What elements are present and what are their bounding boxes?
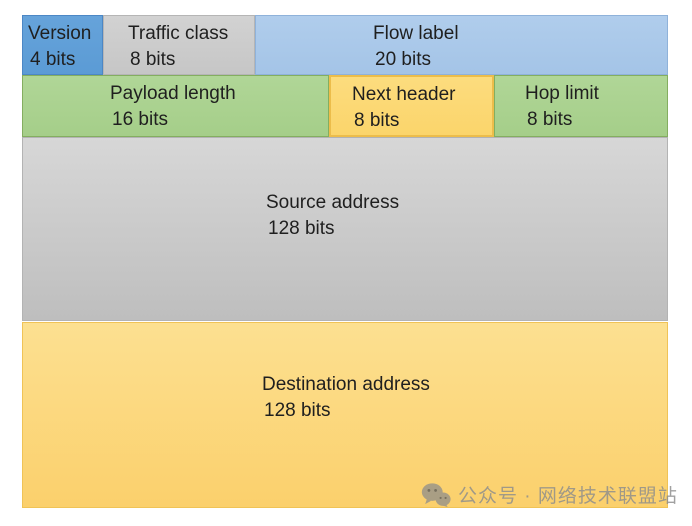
field-traffic-class-label: Traffic class — [128, 23, 229, 44]
field-next-header: Next header 8 bits — [329, 75, 494, 137]
watermark: 公众号 · 网络技术联盟站 — [421, 481, 678, 508]
wechat-icon — [421, 482, 451, 507]
field-flow-label-bits: 20 bits — [375, 49, 431, 70]
field-payload-length-bits: 16 bits — [112, 109, 168, 130]
field-hop-limit-bits: 8 bits — [527, 109, 573, 130]
field-payload-length-label: Payload length — [110, 83, 236, 104]
field-next-header-label: Next header — [352, 84, 456, 105]
field-destination-address: Destination address 128 bits — [22, 322, 668, 508]
field-traffic-class-bits: 8 bits — [130, 49, 176, 70]
field-source-address: Source address 128 bits — [22, 137, 668, 321]
field-destination-address-bits: 128 bits — [264, 400, 331, 421]
watermark-text: 公众号 · 网络技术联盟站 — [458, 486, 678, 507]
field-hop-limit-label: Hop limit — [525, 83, 599, 104]
field-version: Version 4 bits — [22, 15, 103, 75]
field-next-header-bits: 8 bits — [354, 110, 400, 131]
field-flow-label-label: Flow label — [373, 23, 459, 44]
field-source-address-label: Source address — [266, 192, 400, 213]
field-version-bits: 4 bits — [30, 49, 76, 70]
field-source-address-bits: 128 bits — [268, 218, 335, 239]
field-version-label: Version — [28, 23, 92, 44]
field-payload-length: Payload length 16 bits — [22, 75, 329, 137]
field-traffic-class: Traffic class 8 bits — [103, 15, 255, 75]
header-fields-grid: Version 4 bits Traffic class 8 bits Flow… — [22, 15, 668, 508]
field-flow-label: Flow label 20 bits — [255, 15, 668, 75]
field-hop-limit: Hop limit 8 bits — [494, 75, 668, 137]
field-destination-address-label: Destination address — [262, 374, 430, 395]
